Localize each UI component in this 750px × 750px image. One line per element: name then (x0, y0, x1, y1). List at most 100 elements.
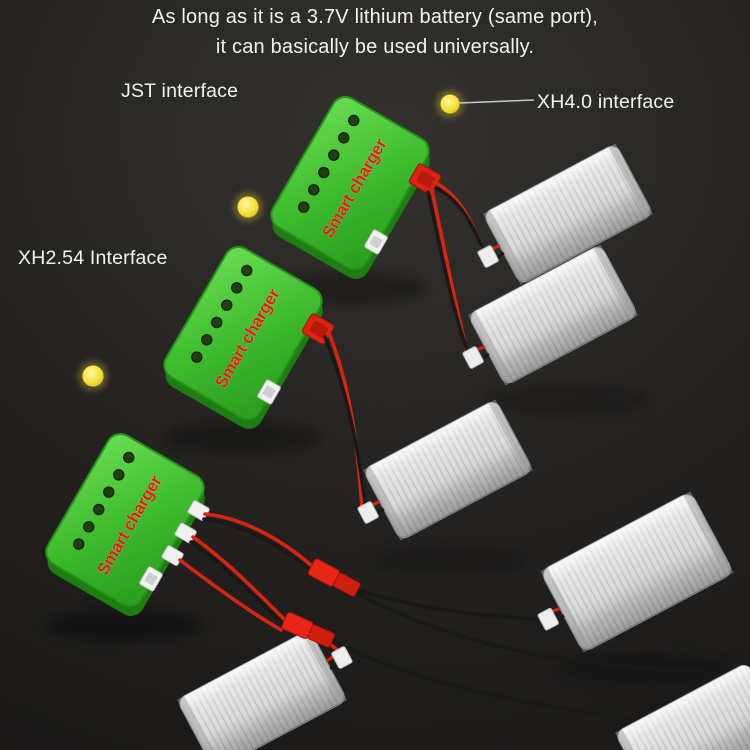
battery-5 (177, 629, 353, 750)
plug-wire-red (325, 654, 335, 663)
plug-housing (357, 501, 379, 524)
battery-1 (477, 143, 653, 285)
led (191, 351, 203, 363)
led (318, 166, 330, 179)
plug-wire-red (490, 244, 501, 251)
battery-end-cap (540, 567, 591, 653)
callout-dot-xh40 (436, 90, 464, 118)
led (241, 264, 253, 277)
dot (237, 196, 259, 218)
usb-port-slot (144, 572, 158, 586)
callout-dot-jst (233, 192, 263, 222)
battery-end-cap (363, 466, 408, 541)
battery-end-cap (593, 244, 638, 319)
usb-port-slot (262, 385, 276, 399)
battery-shading (618, 665, 750, 750)
led (83, 521, 95, 533)
battery-end-cap (615, 729, 660, 750)
plug-wire-red (370, 500, 381, 507)
battery-connector-plug (325, 646, 353, 670)
callout-line-xh40 (458, 99, 535, 104)
battery-shading (486, 146, 650, 282)
led (211, 316, 223, 329)
led (338, 132, 350, 144)
shadow (165, 422, 321, 454)
usb-port-slot (369, 235, 383, 249)
shadow (480, 385, 650, 415)
jst-plug-inner (309, 321, 329, 338)
led (201, 334, 213, 346)
wire-black (330, 639, 632, 720)
charger-middle: Smart charger (163, 246, 335, 429)
led (123, 451, 135, 464)
battery-connector-plug (357, 500, 385, 524)
led (348, 114, 360, 127)
led (113, 469, 125, 481)
wire-red (178, 558, 283, 632)
plug-wire-black (495, 251, 505, 260)
wire-black (357, 592, 708, 674)
charger-body (163, 246, 323, 420)
battery-connector-plug (462, 345, 490, 369)
jst-connector-pair-1 (307, 558, 361, 597)
plug-wire-black (480, 352, 490, 361)
led (73, 538, 85, 550)
led (231, 282, 243, 294)
wire-black (323, 335, 368, 514)
battery-end-cap (488, 399, 533, 474)
battery-end-cap (683, 491, 734, 577)
led (308, 184, 320, 196)
battery-shading (180, 632, 344, 750)
led (221, 299, 233, 311)
led (298, 201, 310, 213)
battery-shading (471, 247, 635, 383)
plug-housing (537, 607, 559, 631)
battery-6 (615, 664, 750, 750)
wire-black (189, 540, 285, 626)
battery-3 (357, 399, 533, 541)
plug-wire-red (475, 345, 486, 352)
shadow (370, 546, 530, 574)
dot (440, 94, 460, 114)
dot (82, 365, 104, 387)
led-indicators (298, 114, 360, 213)
led (93, 503, 105, 516)
jst-plug-inner (416, 171, 436, 188)
jst-connector-pair-2 (281, 612, 335, 648)
led-indicators (73, 451, 135, 550)
usb-port (364, 229, 388, 255)
jst-male (307, 624, 335, 648)
jst-male (333, 572, 361, 597)
battery-shading (366, 402, 530, 538)
wire-black (202, 517, 312, 572)
wire-red (430, 188, 469, 354)
wire-red (203, 512, 314, 568)
battery-end-cap (608, 143, 653, 218)
usb-port (257, 379, 281, 405)
title-line-2: it can basically be used universally. (215, 36, 535, 58)
battery-connector-plug (537, 606, 565, 631)
plug-housing (462, 346, 484, 369)
label-xh40-interface: XH4.0 interface (537, 91, 675, 113)
wires (178, 180, 708, 720)
plug-housing (477, 245, 499, 268)
callout-dot-xh254 (78, 361, 108, 391)
battery-shading (543, 495, 731, 649)
led (328, 149, 340, 161)
label-xh254-interface: XH2.54 Interface (18, 247, 168, 269)
wire-black (426, 190, 472, 360)
charger-bottom: Smart charger (45, 433, 210, 616)
charger-top: Smart charger (270, 96, 442, 279)
battery-end-cap (468, 311, 513, 386)
shadow (47, 609, 203, 641)
plug-wire-black (329, 664, 340, 670)
wire-black (355, 588, 547, 622)
charger-body (270, 96, 430, 270)
label-jst-interface: JST interface (121, 80, 239, 102)
battery-2 (462, 244, 638, 386)
usb-port (139, 566, 163, 592)
charging-port-plug (408, 163, 442, 195)
led-indicators (191, 264, 253, 363)
